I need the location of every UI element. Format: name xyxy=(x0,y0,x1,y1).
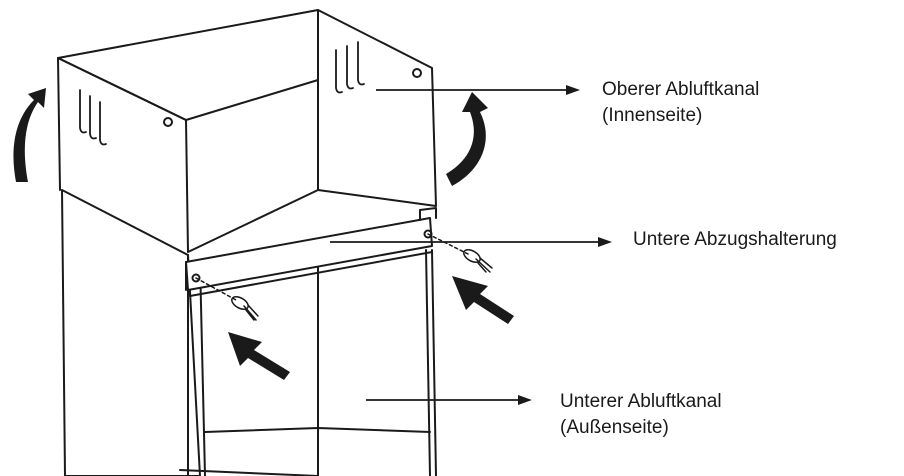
push-arrow-right-icon xyxy=(452,276,514,324)
lift-arrow-left-icon xyxy=(13,88,46,182)
label-lower-duct-line1: Unterer Abluftkanal xyxy=(560,391,722,412)
screw-hole-right xyxy=(412,68,422,78)
upper-duct xyxy=(57,9,437,253)
label-lower-bracket: Untere Abzugshalterung xyxy=(633,229,837,250)
vent-slots-left xyxy=(79,89,107,146)
lift-arrow-right-icon xyxy=(446,92,488,186)
label-upper-duct-line2: (Innenseite) xyxy=(602,105,703,126)
lower-bracket xyxy=(185,207,437,297)
lower-duct xyxy=(61,189,437,476)
push-arrow-left-icon xyxy=(228,332,290,380)
leader-arrow-upper-duct xyxy=(376,85,580,95)
vent-slots-right xyxy=(335,41,365,94)
screw-right-icon xyxy=(427,233,493,273)
leader-arrow-bracket xyxy=(330,237,612,247)
screw-left-icon xyxy=(195,277,259,321)
leader-arrow-lower-duct xyxy=(366,395,532,405)
screw-hole-left xyxy=(163,117,173,127)
label-upper-duct-line1: Oberer Abluftkanal xyxy=(602,79,760,100)
label-lower-duct-line2: (Außenseite) xyxy=(560,417,669,438)
